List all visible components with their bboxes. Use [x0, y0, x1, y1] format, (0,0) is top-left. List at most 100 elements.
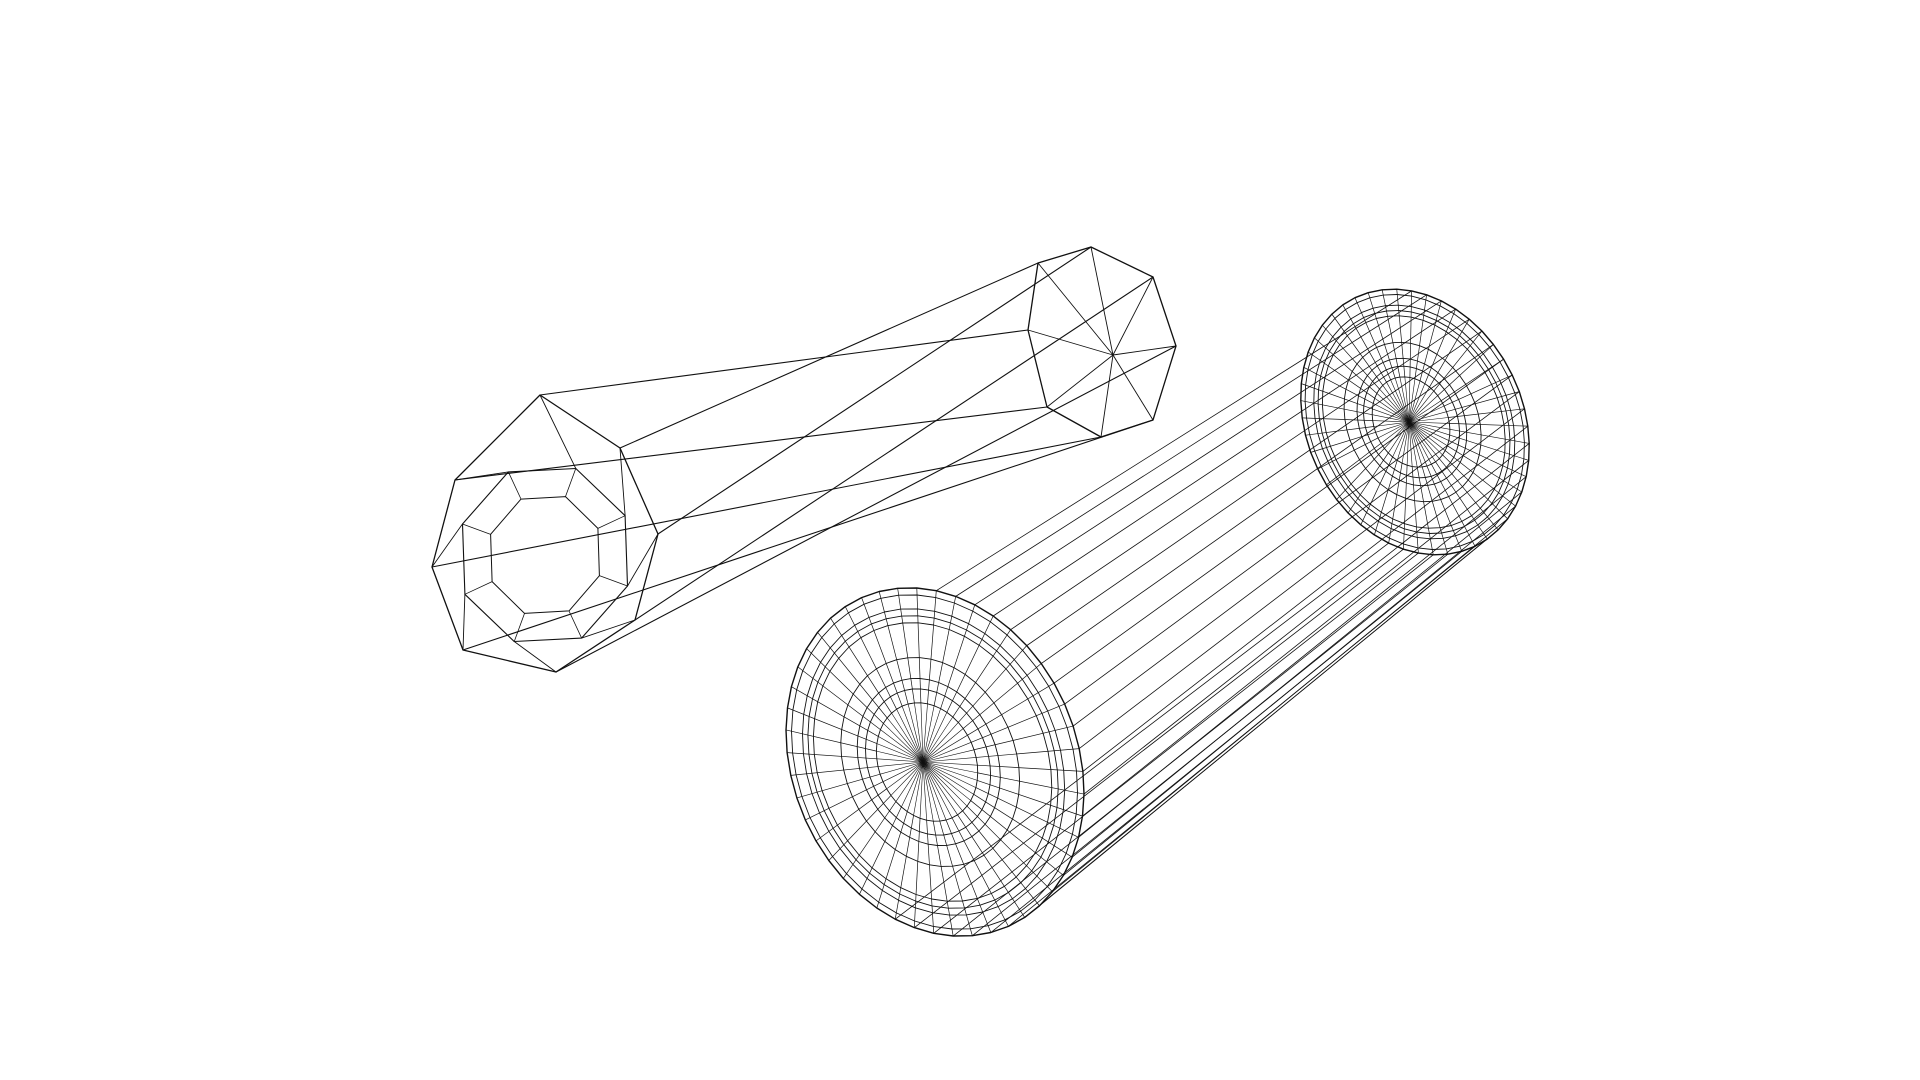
- tube-near-face-hub-spoke: [922, 761, 972, 801]
- prism-near-bore: [490, 496, 600, 614]
- tube-far-face-radial: [1447, 445, 1523, 493]
- tube-near-face-radial: [916, 587, 922, 704]
- tube-near-face-hub-spoke: [882, 761, 924, 782]
- tube-far-face-hub-spoke: [1408, 421, 1451, 430]
- tube-far-face-radial: [1326, 442, 1382, 486]
- tube-far-face-hub-spoke: [1388, 421, 1410, 454]
- tube-far-face-hub-spoke: [1408, 377, 1411, 423]
- tube-far-face-radial: [1360, 456, 1393, 526]
- tube-far-face-hub-spoke: [1384, 421, 1410, 449]
- tube-long-edge: [992, 308, 1457, 617]
- prism-near-bore-spoke: [464, 581, 493, 595]
- tube-far-face-radial: [1438, 458, 1499, 531]
- tube-near-face-hub-spoke: [922, 742, 972, 763]
- tube-near-face-radial: [806, 648, 884, 724]
- prism-far-spoke: [1046, 354, 1114, 408]
- tube-far-face-hub-spoke: [1401, 421, 1410, 464]
- tube-far-face-radial: [1411, 466, 1419, 554]
- tube-near-face-hub-spoke: [890, 761, 924, 796]
- prism-far-spoke: [1027, 329, 1114, 356]
- tube-far-face-radial: [1446, 391, 1520, 413]
- tube-far-face-hub-spoke: [1374, 397, 1410, 423]
- hollow-cylinder-wireframe: [785, 288, 1530, 937]
- tube-near-face-radial: [970, 703, 1066, 743]
- tube-near-face-radial: [926, 819, 935, 934]
- prism-near-spoke: [539, 394, 577, 469]
- tube-near-face-radial: [787, 707, 878, 744]
- tube-far-face-radial: [1424, 308, 1456, 384]
- tube-far-face-hub-spoke: [1408, 421, 1440, 459]
- tube-far-face-hub-spoke: [1408, 421, 1418, 468]
- tube-far-face-hub-spoke: [1408, 380, 1421, 423]
- tube-near-face-hub-spoke: [922, 761, 977, 788]
- prism-near-bore-spoke: [462, 523, 492, 535]
- tube-near-face-hub-spoke: [922, 761, 978, 781]
- tube-long-edge: [1040, 344, 1494, 664]
- tube-far-face-radial: [1336, 448, 1385, 500]
- tube-far-face-hub-spoke: [1376, 393, 1410, 423]
- prism-far-spoke: [1100, 354, 1114, 438]
- tube-near-face-hub-spoke: [922, 734, 968, 763]
- tube-near-face-radial: [973, 793, 1073, 858]
- tube-far-face-radial: [1342, 304, 1387, 383]
- tube-far-face-radial: [1448, 440, 1527, 477]
- tube-far-face-hub-spoke: [1408, 421, 1413, 467]
- tube-far-face-radial: [1416, 466, 1434, 556]
- tube-near-face-radial: [859, 806, 902, 895]
- tube-near-face-hub-spoke: [901, 761, 924, 808]
- tube-near-face-radial: [962, 663, 1042, 729]
- prism-far-spoke: [1112, 345, 1177, 356]
- prism-near-bore-spoke: [598, 575, 628, 587]
- tube-near-face-hub-spoke: [922, 761, 953, 819]
- prism-far-spoke: [1090, 246, 1114, 356]
- tube-near-face-hub-spoke: [922, 761, 958, 816]
- tube-near-face-radial: [957, 645, 1028, 723]
- tube-near-face-radial: [957, 814, 1026, 918]
- tube-far-face-hub-spoke: [1408, 421, 1450, 441]
- tube-far-face-hub-spoke: [1408, 421, 1450, 436]
- tube-far-face-radial: [1449, 434, 1530, 461]
- tube-far-face-radial: [1421, 466, 1449, 555]
- tube-far-face-radial: [1301, 417, 1374, 421]
- tube-near-face-radial: [786, 752, 878, 760]
- tube-far-face-hub-spoke: [1408, 417, 1449, 423]
- tube-long-edge: [990, 550, 1463, 933]
- tube-near-face-radial: [932, 820, 954, 937]
- tube-near-face-hub-spoke: [877, 761, 924, 767]
- tube-far-face-radial: [1331, 313, 1384, 386]
- tube-near-face-hub-spoke: [895, 761, 924, 802]
- prism-near-bore-spoke: [568, 610, 583, 639]
- tube-far-face-hub-spoke: [1396, 421, 1410, 461]
- tube-far-face-hub-spoke: [1408, 400, 1442, 423]
- tube-long-edge: [1010, 318, 1470, 631]
- prism-long-edge: [462, 419, 1154, 651]
- tube-near-face-hub-spoke: [876, 750, 924, 763]
- tube-far-face-hub-spoke: [1375, 421, 1410, 433]
- tube-long-edge: [1078, 408, 1525, 750]
- tube-near-face-radial: [828, 795, 892, 861]
- tube-far-face-radial: [1447, 408, 1525, 418]
- tube-far-face-radial: [1440, 358, 1504, 402]
- tube-far-face-hub-spoke: [1379, 388, 1410, 423]
- tube-near-face-radial: [977, 772, 1085, 795]
- tube-near-face-radial: [967, 682, 1055, 736]
- tube-long-edge: [971, 553, 1449, 937]
- tube-far-face-hub-spoke: [1392, 421, 1410, 458]
- tube-near-face-hub-spoke: [906, 761, 924, 812]
- tube-far-face-radial: [1409, 290, 1412, 378]
- tube-far-face-radial: [1314, 337, 1378, 394]
- tube-far-face-hub-spoke: [1371, 414, 1410, 423]
- tube-near-face-hub-spoke: [922, 757, 977, 763]
- tube-far-face-hub-spoke: [1408, 421, 1423, 468]
- tube-near-face-hub-spoke: [907, 703, 924, 763]
- tube-near-face-radial: [939, 820, 973, 937]
- tube-near-face-radial: [975, 748, 1080, 758]
- prism-near-bore-spoke: [597, 515, 626, 529]
- tube-near-face-hub-spoke: [913, 761, 924, 816]
- tube-near-face-hub-spoke: [922, 761, 947, 821]
- tube-far-face-hub-spoke: [1372, 403, 1410, 423]
- tube-near-face-radial: [951, 817, 1009, 927]
- tube-far-face-hub-spoke: [1382, 385, 1410, 423]
- tube-near-face-radial: [952, 629, 1011, 718]
